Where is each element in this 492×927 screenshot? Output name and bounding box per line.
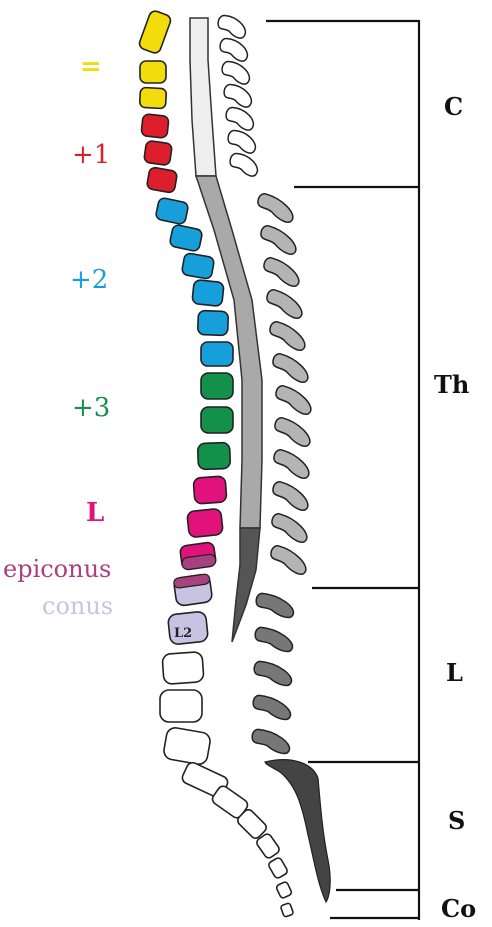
vertebral-body-t11 bbox=[187, 508, 224, 537]
vertebral-body-t7 bbox=[201, 373, 233, 399]
spinous-process-t12 bbox=[268, 543, 311, 577]
spinous-process-c5 bbox=[223, 105, 257, 132]
vertebral-body-t1 bbox=[155, 197, 189, 225]
segment-label-th: Th bbox=[434, 370, 469, 399]
sacrum-shape bbox=[265, 760, 330, 902]
level-label-l: L bbox=[86, 498, 104, 528]
spinous-process-t10 bbox=[270, 479, 313, 513]
spinous-process-l2 bbox=[253, 625, 296, 653]
vertebral-body-t6 bbox=[201, 342, 233, 366]
spinous-process-l4 bbox=[251, 693, 294, 721]
vertebral-body-t3 bbox=[181, 253, 214, 280]
vertebral-body-l3 bbox=[162, 652, 204, 685]
vertebral-body-t2 bbox=[169, 224, 203, 252]
spinous-process-c3 bbox=[219, 59, 253, 86]
cervical-cord bbox=[190, 18, 216, 176]
vertebral-body-s5 bbox=[267, 857, 288, 880]
vertebral-bodies bbox=[138, 9, 294, 917]
spinous-process-t11 bbox=[269, 511, 312, 545]
vertebral-body-c3 bbox=[140, 61, 166, 83]
spinous-process-c7 bbox=[227, 151, 261, 178]
vertebral-body-co1 bbox=[276, 881, 293, 899]
spinous-process-t5 bbox=[267, 319, 310, 353]
segment-label-s: S bbox=[448, 806, 465, 835]
spinous-process-t8 bbox=[272, 415, 315, 449]
vertebral-body-c5 bbox=[141, 114, 169, 139]
spinous-process-t4 bbox=[264, 287, 307, 321]
segment-label-l: L bbox=[446, 658, 463, 687]
spinous-process-t9 bbox=[271, 447, 314, 481]
spinous-process-c4 bbox=[221, 82, 255, 109]
spinous-process-c6 bbox=[225, 128, 259, 155]
vertebral-body-t8 bbox=[201, 407, 233, 433]
vertebral-body-c2 bbox=[138, 9, 172, 54]
spinous-process-l5 bbox=[250, 727, 293, 755]
vertebral-body-c7 bbox=[146, 167, 177, 194]
vertebral-body-t10 bbox=[193, 476, 227, 504]
vertebra-label-l2: L2 bbox=[174, 626, 192, 641]
spinous-process-t2 bbox=[258, 223, 301, 257]
vertebral-body-t5 bbox=[198, 310, 229, 335]
spinous-process-t7 bbox=[273, 383, 316, 417]
level-label-plus2: +2 bbox=[70, 265, 108, 295]
spinous-process-t3 bbox=[261, 255, 304, 289]
vertebral-body-c6 bbox=[144, 140, 173, 165]
vertebral-body-t4 bbox=[192, 279, 224, 306]
vertebral-body-t9 bbox=[198, 442, 231, 469]
level-label-epiconus: epiconus bbox=[3, 555, 111, 583]
lumbar-cord bbox=[232, 528, 260, 642]
level-label-plus3: +3 bbox=[72, 393, 110, 423]
vertebral-body-co2 bbox=[280, 903, 294, 918]
level-label-plus1: +1 bbox=[72, 140, 110, 170]
vertebral-body-c4 bbox=[139, 87, 166, 108]
spinous-process-c1 bbox=[215, 13, 249, 40]
vertebral-body-l5 bbox=[163, 726, 212, 765]
level-label-equal: = bbox=[80, 52, 102, 82]
spinous-process-l1 bbox=[254, 591, 297, 619]
level-label-conus: conus bbox=[42, 592, 113, 620]
segment-label-co: Co bbox=[441, 894, 476, 923]
spinous-process-l3 bbox=[252, 659, 295, 687]
segment-label-c: C bbox=[444, 92, 463, 121]
vertebral-body-l4 bbox=[160, 690, 202, 722]
spinous-process-t6 bbox=[270, 351, 313, 385]
spinous-process-t1 bbox=[255, 191, 298, 225]
spinous-process-c2 bbox=[217, 36, 251, 63]
